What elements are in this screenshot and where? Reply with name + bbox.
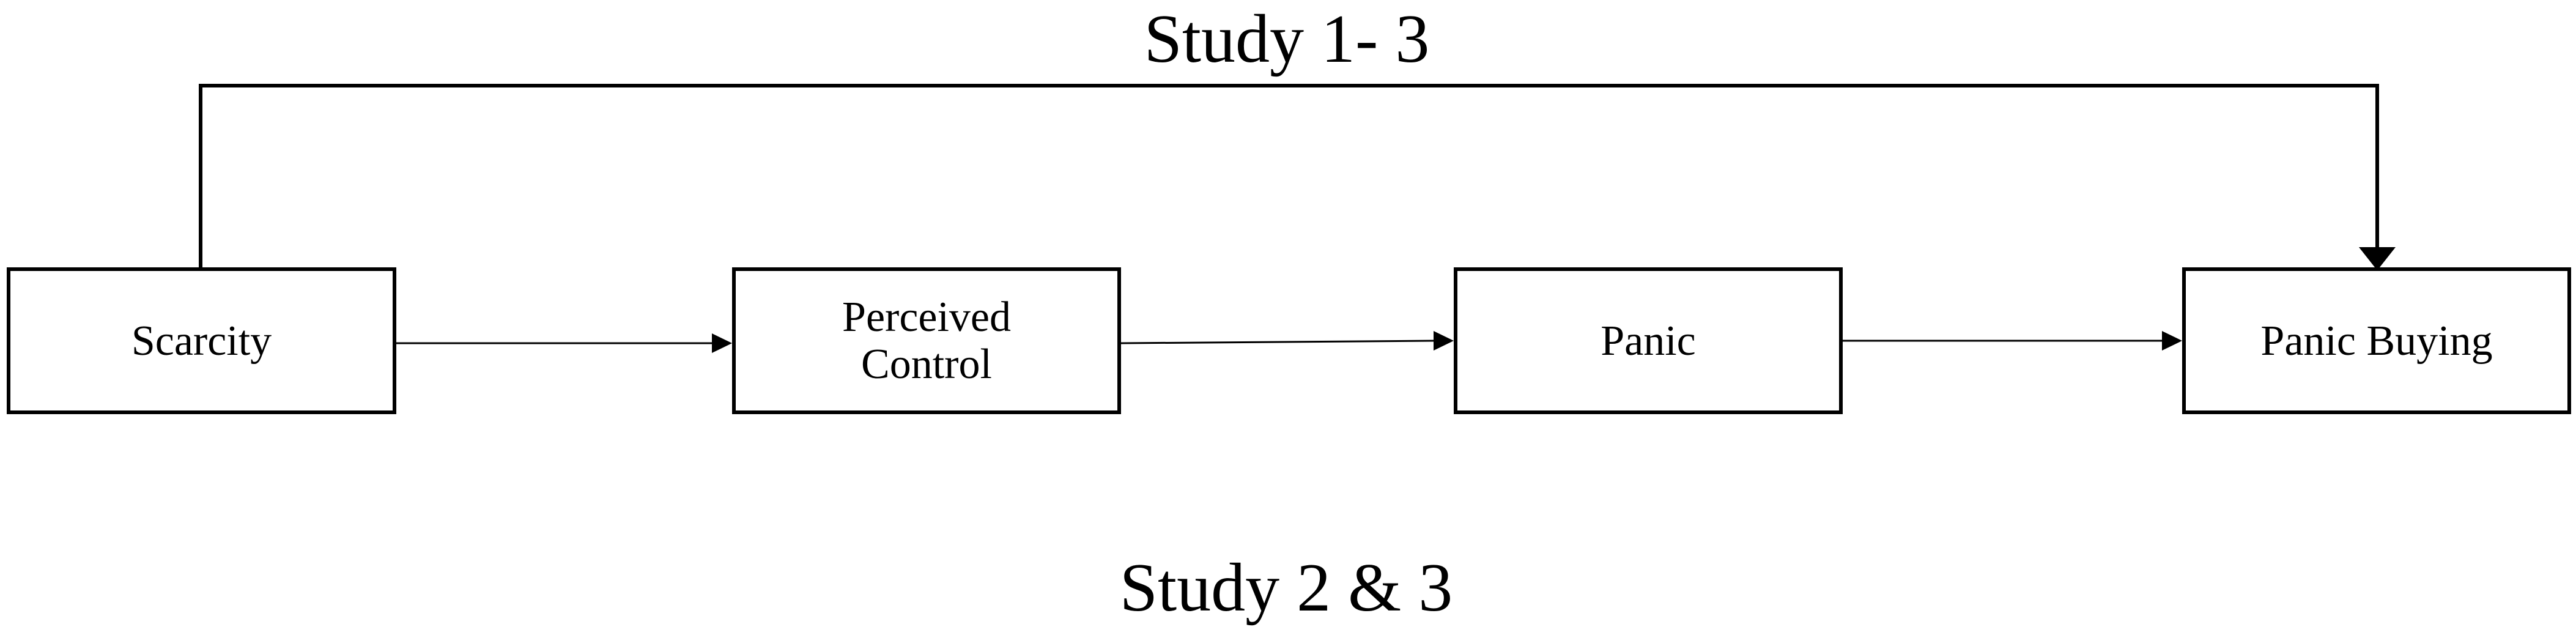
arrowhead-icon bbox=[712, 333, 732, 353]
node-label: Panic Buying bbox=[2260, 317, 2493, 365]
node-label: Panic bbox=[1601, 317, 1696, 365]
edge-panic-to-panic-buying bbox=[1843, 331, 2182, 351]
node-label: Scarcity bbox=[131, 317, 272, 365]
arrowhead-icon bbox=[2162, 331, 2182, 351]
edge-perceived-control-to-panic bbox=[1120, 331, 1454, 351]
edge-scarcity-to-panic-buying bbox=[199, 84, 2396, 270]
bottom-study-label: Study 2 & 3 bbox=[1119, 550, 1453, 626]
node-scarcity: Scarcity bbox=[7, 267, 396, 414]
node-label: Perceived Control bbox=[842, 294, 1011, 388]
arrowhead-icon bbox=[1434, 331, 1454, 351]
arrowhead-icon bbox=[2359, 247, 2396, 270]
edge-scarcity-to-perceived-control bbox=[396, 333, 732, 353]
node-perceived-control: Perceived Control bbox=[732, 267, 1121, 414]
top-study-label: Study 1- 3 bbox=[1144, 1, 1430, 77]
node-panic-buying: Panic Buying bbox=[2182, 267, 2571, 414]
node-panic: Panic bbox=[1454, 267, 1843, 414]
